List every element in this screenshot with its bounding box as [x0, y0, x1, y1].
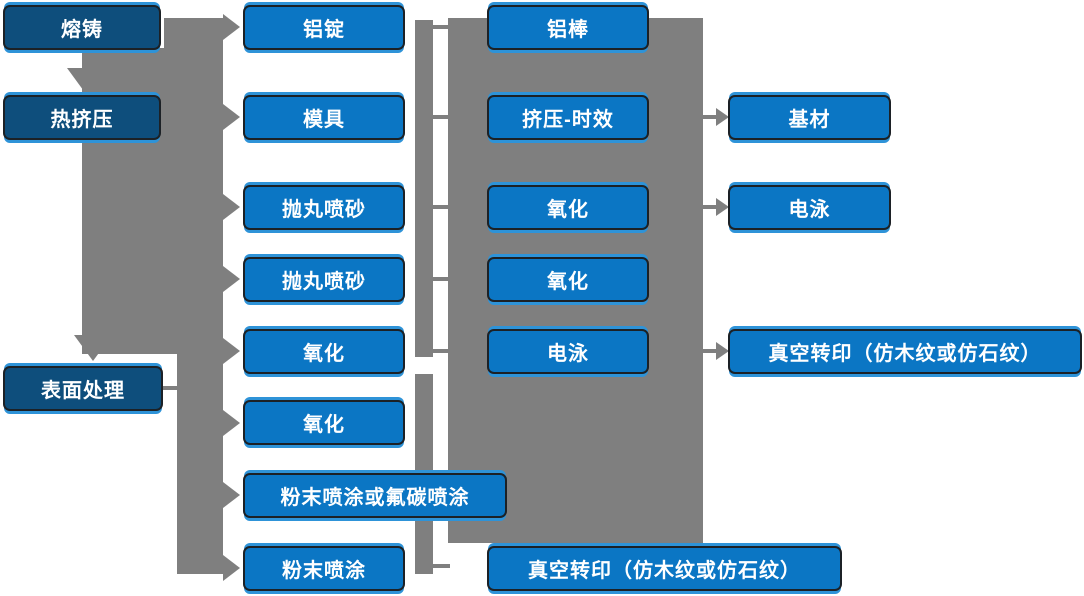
node-aluminum-ingot: 铝锭 — [243, 5, 405, 50]
connector-stub-surface-treatment — [160, 386, 180, 390]
connector-line — [703, 349, 717, 353]
arrow-right-icon — [716, 108, 729, 126]
node-electrophoresis-1: 电泳 — [487, 329, 649, 374]
connector-band-mid-lower — [177, 354, 223, 574]
arrow-right-icon — [223, 410, 240, 436]
node-powder-spray: 粉末喷涂 — [243, 546, 405, 591]
connector-stub — [430, 205, 450, 209]
arrow-right-icon — [223, 266, 240, 292]
node-oxidation-4: 氧化 — [487, 257, 649, 302]
node-casting: 熔铸 — [3, 5, 161, 50]
arrow-right-icon — [223, 194, 240, 220]
connector-stub — [430, 349, 450, 353]
connector-stub — [430, 25, 450, 29]
node-vacuum-transfer-right: 真空转印（仿木纹或仿石纹） — [728, 329, 1082, 374]
node-substrate: 基材 — [728, 95, 891, 140]
node-shot-blast-2: 抛丸喷砂 — [243, 257, 405, 302]
node-oxidation-1: 氧化 — [243, 329, 405, 374]
connector-stub — [430, 277, 450, 281]
node-powder-or-fluorocarbon-spray: 粉末喷涂或氟碳喷涂 — [243, 473, 507, 518]
connector-line — [703, 205, 717, 209]
arrow-right-icon — [223, 14, 240, 40]
node-mold: 模具 — [243, 95, 405, 140]
connector-line — [703, 115, 717, 119]
node-electrophoresis-2: 电泳 — [728, 185, 891, 230]
arrow-down-icon — [74, 335, 112, 361]
node-vacuum-transfer-bottom: 真空转印（仿木纹或仿石纹） — [487, 546, 842, 591]
node-surface-treatment: 表面处理 — [3, 366, 163, 411]
arrow-right-icon — [716, 342, 729, 360]
node-extrusion-aging: 挤压-时效 — [487, 95, 649, 140]
arrow-right-icon — [223, 482, 240, 508]
node-oxidation-3: 氧化 — [487, 185, 649, 230]
arrow-right-icon — [223, 555, 240, 581]
connector-bar-col3-upper — [415, 20, 433, 357]
node-oxidation-2: 氧化 — [243, 400, 405, 445]
node-aluminum-rod: 铝棒 — [487, 5, 649, 50]
arrow-right-icon — [716, 198, 729, 216]
connector-stub — [430, 564, 450, 568]
connector-stub — [430, 115, 450, 119]
arrow-right-icon — [223, 104, 240, 130]
connector-band-mid-upper — [164, 18, 223, 354]
arrow-down-icon — [67, 68, 105, 94]
arrow-right-icon — [223, 338, 240, 364]
node-shot-blast-1: 抛丸喷砂 — [243, 185, 405, 230]
node-hot-extrusion: 热挤压 — [3, 95, 161, 140]
